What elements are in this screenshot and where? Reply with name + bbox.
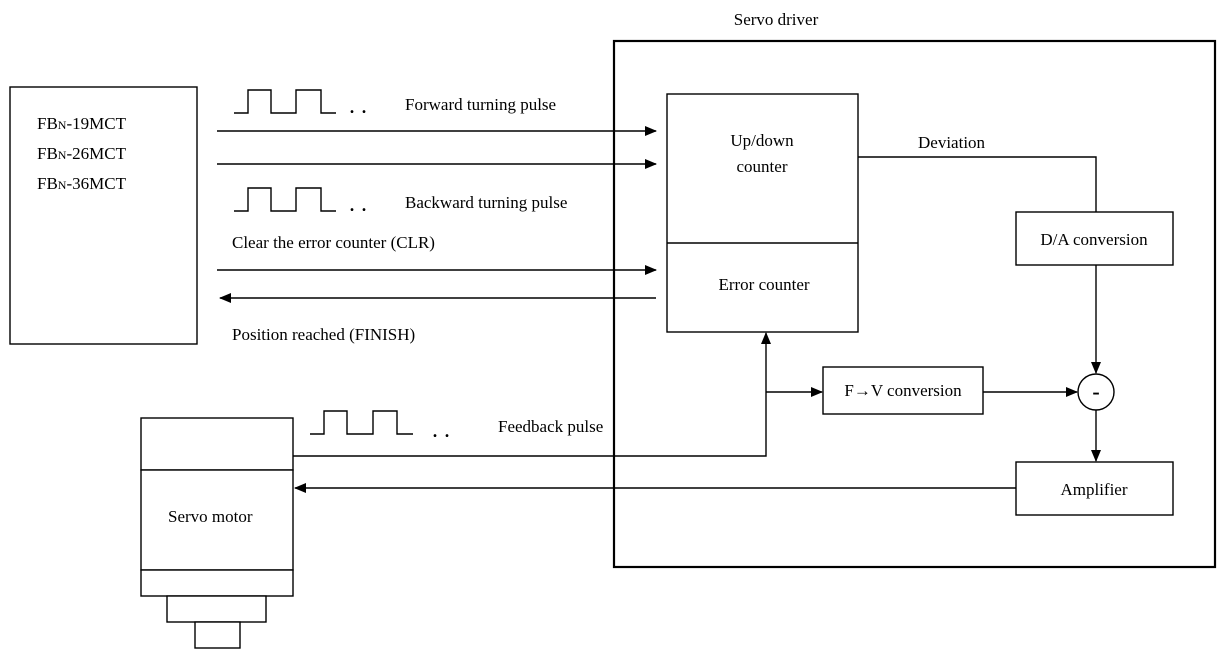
servo-motor-label: Servo motor xyxy=(168,507,253,526)
clear-error-counter-label: Clear the error counter (CLR) xyxy=(232,233,435,252)
fv-conversion-block xyxy=(822,366,984,415)
forward-pulse-label: Forward turning pulse xyxy=(405,95,556,114)
motor-encoder-section xyxy=(140,417,294,471)
up-down-counter-label-line1: Up/down xyxy=(730,131,794,150)
plc-model-list: FBN-19MCT FBN-26MCT FBN-36MCT xyxy=(37,114,127,193)
amplifier-block xyxy=(1015,461,1174,516)
servo-driver-title: Servo driver xyxy=(734,10,819,29)
motor-body xyxy=(140,469,294,571)
plc-model-36: FBN-36MCT xyxy=(37,174,127,193)
backward-pulse-dots: . . xyxy=(349,191,367,217)
amplifier-label: Amplifier xyxy=(1060,480,1127,499)
error-counter-label: Error counter xyxy=(718,275,809,294)
plc-model-19: FBN-19MCT xyxy=(37,114,127,133)
plc-box xyxy=(9,86,198,345)
feedback-pulse-dots: . . xyxy=(432,417,450,443)
forward-pulse-waveform xyxy=(234,89,336,114)
da-conversion-block xyxy=(1015,211,1174,266)
backward-pulse-waveform xyxy=(234,187,336,212)
deviation-label: Deviation xyxy=(918,133,986,152)
position-reached-label: Position reached (FINISH) xyxy=(232,325,415,344)
motor-shaft xyxy=(194,621,241,649)
fv-conversion-label: F→V conversion xyxy=(844,381,962,400)
summing-junction-sign: - xyxy=(1092,379,1099,404)
backward-pulse-label: Backward turning pulse xyxy=(405,193,567,212)
forward-pulse-dots: . . xyxy=(349,93,367,119)
deviation-line xyxy=(858,156,1097,212)
servo-motor: Servo motor xyxy=(140,417,294,649)
servo-driver-frame xyxy=(612,39,1217,569)
motor-shaft-housing xyxy=(166,595,267,623)
da-conversion-label: D/A conversion xyxy=(1040,230,1148,249)
feedback-to-error-counter-arrow xyxy=(293,332,771,457)
counter-block xyxy=(666,93,859,333)
feedback-pulse-label: Feedback pulse xyxy=(498,417,603,436)
feedback-pulse-waveform xyxy=(310,410,413,435)
motor-flange xyxy=(140,569,294,597)
up-down-counter-label-line2: counter xyxy=(737,157,788,176)
plc-model-26: FBN-26MCT xyxy=(37,144,127,163)
